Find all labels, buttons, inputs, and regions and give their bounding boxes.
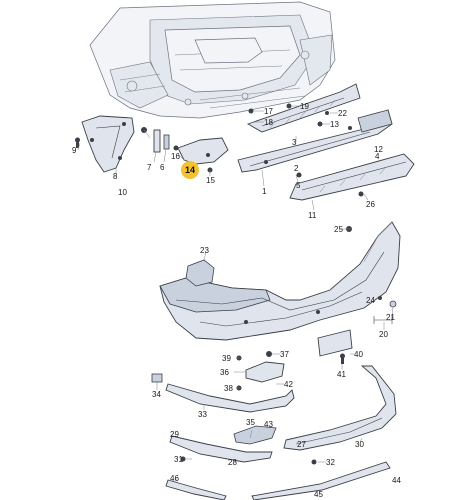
bracket-14-16 (173, 137, 229, 173)
callout-20: 20 (379, 330, 388, 339)
callout-31: 31 (174, 455, 183, 464)
callout-9: 9 (72, 146, 77, 155)
callout-12: 12 (374, 145, 383, 154)
callout-19: 19 (300, 102, 309, 111)
bracket-left-8 (81, 115, 135, 173)
callout-28: 28 (228, 458, 237, 467)
bracket-35 (233, 425, 277, 445)
callout-7: 7 (147, 163, 152, 172)
callout-41: 41 (337, 370, 346, 379)
callout-10: 10 (118, 188, 127, 197)
callout-46: 46 (170, 474, 179, 483)
absorber-3 (246, 83, 361, 133)
strip-45 (251, 461, 391, 500)
callout-13: 13 (330, 120, 339, 129)
callout-24: 24 (366, 296, 375, 305)
clip-34 (151, 373, 163, 383)
callout-5: 5 (296, 181, 301, 190)
callout-1: 1 (262, 187, 267, 196)
car-body-rear (89, 1, 336, 119)
callout-45: 45 (314, 490, 323, 499)
diffuser-30 (283, 365, 397, 451)
callout-32: 32 (326, 458, 335, 467)
callout-16: 16 (171, 152, 180, 161)
callout-33: 33 (198, 410, 207, 419)
bolts-17-18 (248, 103, 329, 127)
callout-2: 2 (294, 164, 299, 173)
callout-29: 29 (170, 430, 179, 439)
callout-44: 44 (392, 476, 401, 485)
callout-11: 11 (308, 211, 317, 220)
callout-40: 40 (354, 350, 363, 359)
plate-40 (317, 329, 353, 357)
trim-33 (165, 383, 295, 413)
callout-15: 15 (206, 176, 215, 185)
callout-3: 3 (292, 138, 297, 147)
bolt-9 (75, 137, 80, 148)
absorber-11 (289, 153, 415, 201)
callout-4: 4 (375, 152, 380, 161)
leader-lines (77, 105, 394, 494)
bumper-bracket-1-4 (237, 109, 393, 173)
callout-37: 37 (280, 350, 289, 359)
callout-8: 8 (113, 172, 118, 181)
callout-34: 34 (152, 390, 161, 399)
callout-36: 36 (220, 368, 229, 377)
sensor-7-6 (141, 127, 170, 153)
bracket-36-37-38-39 (236, 351, 285, 391)
callout-22: 22 (338, 109, 347, 118)
callout-42: 42 (284, 380, 293, 389)
callout-43: 43 (264, 420, 273, 429)
bumper-cover (159, 221, 401, 341)
callout-14-highlighted: 14 (181, 161, 199, 179)
strip-46 (165, 479, 227, 500)
clips-31-32 (180, 456, 317, 465)
bolt-41 (340, 353, 345, 364)
callout-18: 18 (264, 118, 273, 127)
callout-27: 27 (297, 440, 306, 449)
callout-38: 38 (224, 384, 233, 393)
callout-35: 35 (246, 418, 255, 427)
callout-17: 17 (264, 107, 273, 116)
callout-30: 30 (355, 440, 364, 449)
callout-26: 26 (366, 200, 375, 209)
callout-6: 6 (160, 163, 165, 172)
clip-20-21 (373, 300, 397, 324)
lower-trim-29-28 (169, 435, 273, 463)
callout-39: 39 (222, 354, 231, 363)
callout-25: 25 (334, 225, 343, 234)
callout-23: 23 (200, 246, 209, 255)
callout-21: 21 (386, 313, 395, 322)
